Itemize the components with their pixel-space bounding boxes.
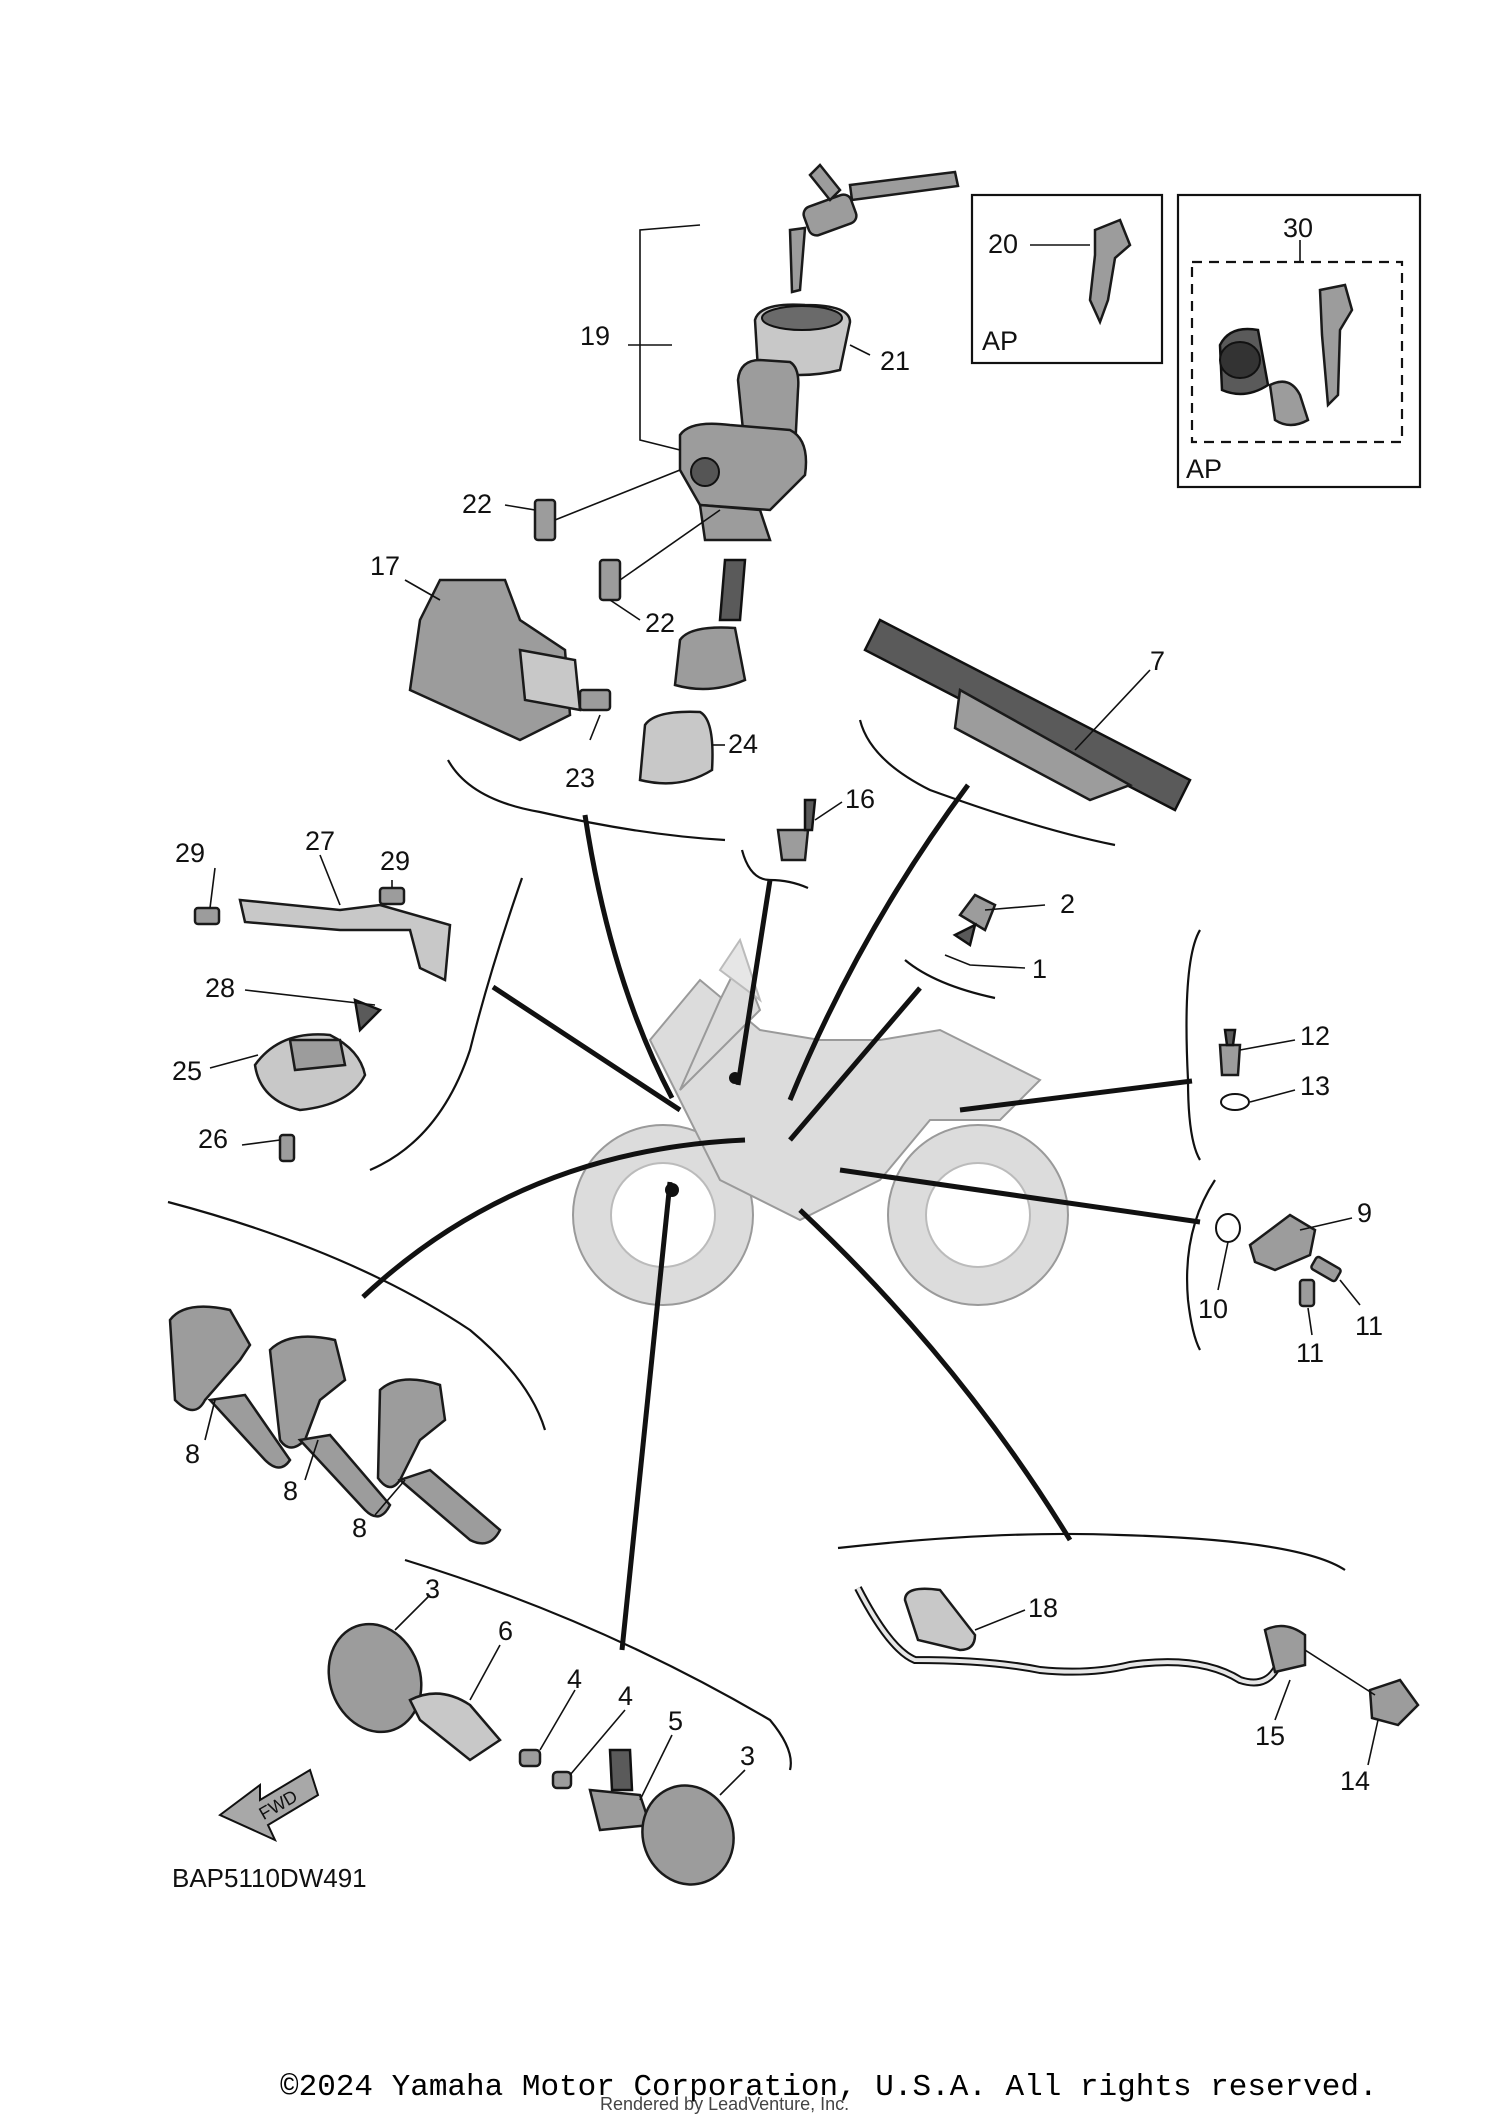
horn-25 [209, 989, 383, 1163]
washer-13 [1220, 1089, 1296, 1111]
nut-4a [518, 1689, 576, 1768]
cover-3-left [327, 1594, 431, 1734]
callout-15: 15 [1255, 1721, 1285, 1751]
callout-18: 18 [1028, 1593, 1058, 1623]
callout-29b: 29 [380, 846, 410, 876]
meter-7 [863, 618, 1192, 812]
ap-label-30: AP [1186, 454, 1222, 484]
callout-4a: 4 [567, 1664, 582, 1694]
callout-14: 14 [1340, 1766, 1370, 1796]
ap-label-20: AP [982, 326, 1018, 356]
ap-box-20 [970, 193, 1164, 365]
callout-5: 5 [668, 1706, 683, 1736]
nut-4b [551, 1709, 626, 1790]
callout-9: 9 [1357, 1198, 1372, 1228]
callout-30: 30 [1283, 213, 1313, 243]
callout-11b: 11 [1355, 1311, 1383, 1341]
bracket-17 [404, 578, 612, 742]
main-switch-assembly [504, 163, 960, 785]
callout-25: 25 [172, 1056, 202, 1086]
callout-27: 27 [305, 826, 335, 856]
sensor-12 [1218, 1028, 1296, 1077]
callout-22b: 22 [645, 608, 675, 638]
callout-17: 17 [370, 551, 400, 581]
diagram-code: BAP5110DW491 [172, 1863, 367, 1893]
callout-7: 7 [1150, 646, 1165, 676]
clamp-18 [903, 1587, 1026, 1652]
ignition-coils-8 [168, 1305, 502, 1545]
callout-20: 20 [988, 229, 1018, 259]
bracket-6 [408, 1644, 502, 1762]
spoke-lines [361, 783, 1201, 1651]
callout-21: 21 [880, 346, 910, 376]
callout-26: 26 [198, 1124, 228, 1154]
callout-13: 13 [1300, 1071, 1330, 1101]
callout-29a: 29 [175, 838, 205, 868]
motorcycle-silhouette [572, 937, 1069, 1306]
callout-28: 28 [205, 973, 235, 1003]
callout-8b: 8 [283, 1476, 298, 1506]
sensor-16 [776, 798, 843, 862]
callout-4b: 4 [618, 1681, 633, 1711]
horn-bracket-27 [193, 854, 452, 982]
callout-11a: 11 [1296, 1338, 1324, 1368]
sensor-14 [1304, 1649, 1420, 1766]
group-brackets [167, 719, 1346, 1771]
sensor-2 [952, 893, 1046, 948]
callout-numbers: 1 2 3 3 4 4 5 6 7 8 8 8 9 10 11 11 12 13… [172, 213, 1383, 1796]
callout-23: 23 [565, 763, 595, 793]
callout-8c: 8 [352, 1513, 367, 1543]
callout-16: 16 [845, 784, 875, 814]
callout-3a: 3 [425, 1574, 440, 1604]
ap-box-30 [1176, 193, 1422, 489]
callout-6: 6 [498, 1616, 513, 1646]
callout-2: 2 [1060, 889, 1075, 919]
callout-8a: 8 [185, 1439, 200, 1469]
callout-1: 1 [1032, 954, 1047, 984]
cover-3-right [641, 1769, 746, 1886]
sensor-9 [1215, 1213, 1361, 1336]
callout-19: 19 [580, 321, 610, 351]
key-icon [788, 163, 960, 294]
callout-22a: 22 [462, 489, 492, 519]
gasket-1 [944, 954, 1026, 969]
callout-24: 24 [728, 729, 758, 759]
callout-3b: 3 [740, 1741, 755, 1771]
callout-10: 10 [1198, 1294, 1228, 1324]
fwd-arrow-icon: FWD [218, 1768, 320, 1843]
callout-12: 12 [1300, 1021, 1330, 1051]
rendered-by-text: Rendered by LeadVenture, Inc. [600, 2094, 849, 2114]
copyright-text: ©2024 Yamaha Motor Corporation, U.S.A. A… [280, 2070, 1378, 2105]
wire-harness-15 [854, 1586, 1307, 1721]
